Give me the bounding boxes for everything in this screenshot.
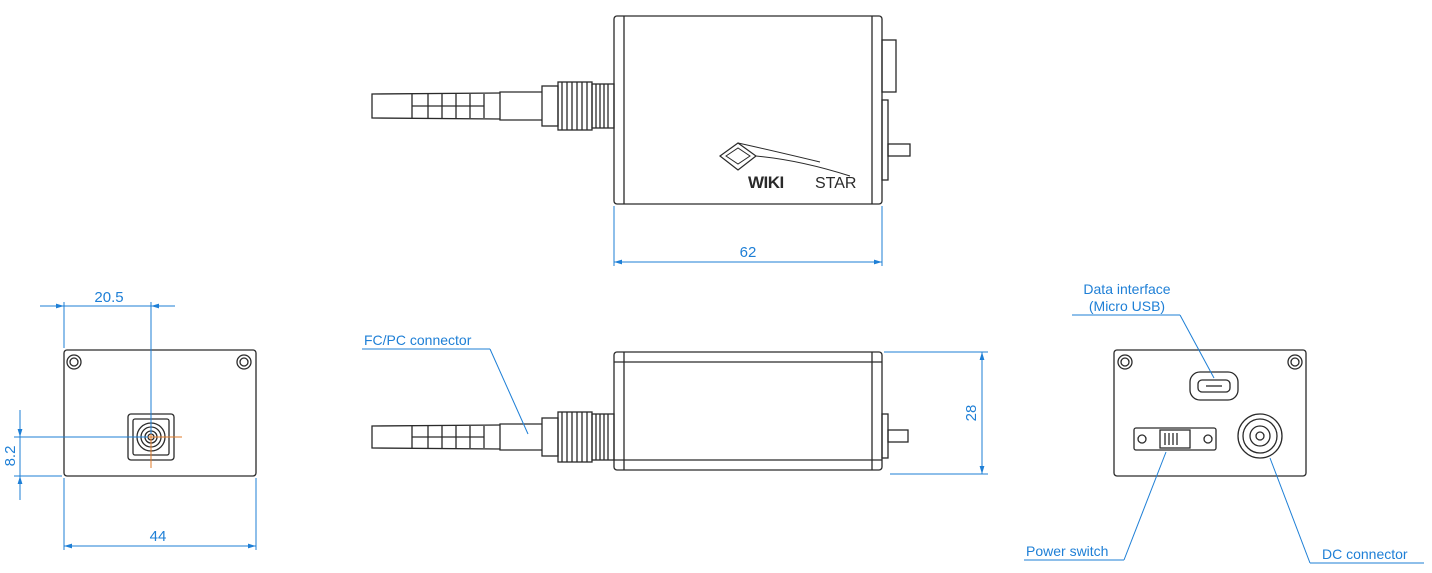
dimension-side-height bbox=[884, 351, 988, 475]
dimension-label-28: 28 bbox=[963, 405, 980, 422]
dimension-label-20-5: 20.5 bbox=[94, 289, 123, 306]
power-switch bbox=[1133, 427, 1217, 451]
dc-connector bbox=[1237, 413, 1283, 459]
dimension-label-62: 62 bbox=[740, 244, 757, 261]
callout-fc-pc bbox=[362, 348, 529, 435]
logo-brand-part2: STAR bbox=[815, 175, 856, 192]
rear-view bbox=[1113, 349, 1307, 477]
dimension-front bbox=[14, 302, 257, 550]
callout-label-micro-usb: (Micro USB) bbox=[1089, 298, 1165, 314]
side-fiber-boot bbox=[371, 423, 542, 451]
top-fiber-boot bbox=[371, 91, 542, 121]
callout-label-dc-connector: DC connector bbox=[1322, 546, 1408, 562]
side-connector-nut bbox=[541, 411, 615, 463]
side-view bbox=[371, 351, 909, 471]
side-housing bbox=[613, 351, 883, 471]
wiki-star-logo bbox=[718, 142, 851, 177]
dimension-label-8-2: 8.2 bbox=[2, 446, 19, 467]
top-view bbox=[371, 15, 911, 205]
front-housing bbox=[63, 349, 257, 477]
micro-usb-port bbox=[1189, 371, 1239, 401]
callout-label-fc-pc: FC/PC connector bbox=[364, 332, 472, 348]
rear-housing bbox=[1113, 349, 1307, 477]
logo-brand-part1: WIKI bbox=[748, 173, 784, 192]
dimension-top-length bbox=[613, 206, 883, 266]
top-switch-lever bbox=[887, 143, 911, 157]
dimension-label-44: 44 bbox=[150, 528, 167, 545]
front-view bbox=[63, 349, 257, 477]
callout-label-data-interface: Data interface bbox=[1083, 281, 1170, 297]
top-usb-protrusion bbox=[881, 39, 897, 93]
callout-lines-rear bbox=[1024, 314, 1424, 564]
top-connector-nut bbox=[541, 81, 615, 131]
callout-label-power-switch: Power switch bbox=[1026, 543, 1108, 559]
side-switch-lever bbox=[887, 429, 909, 443]
